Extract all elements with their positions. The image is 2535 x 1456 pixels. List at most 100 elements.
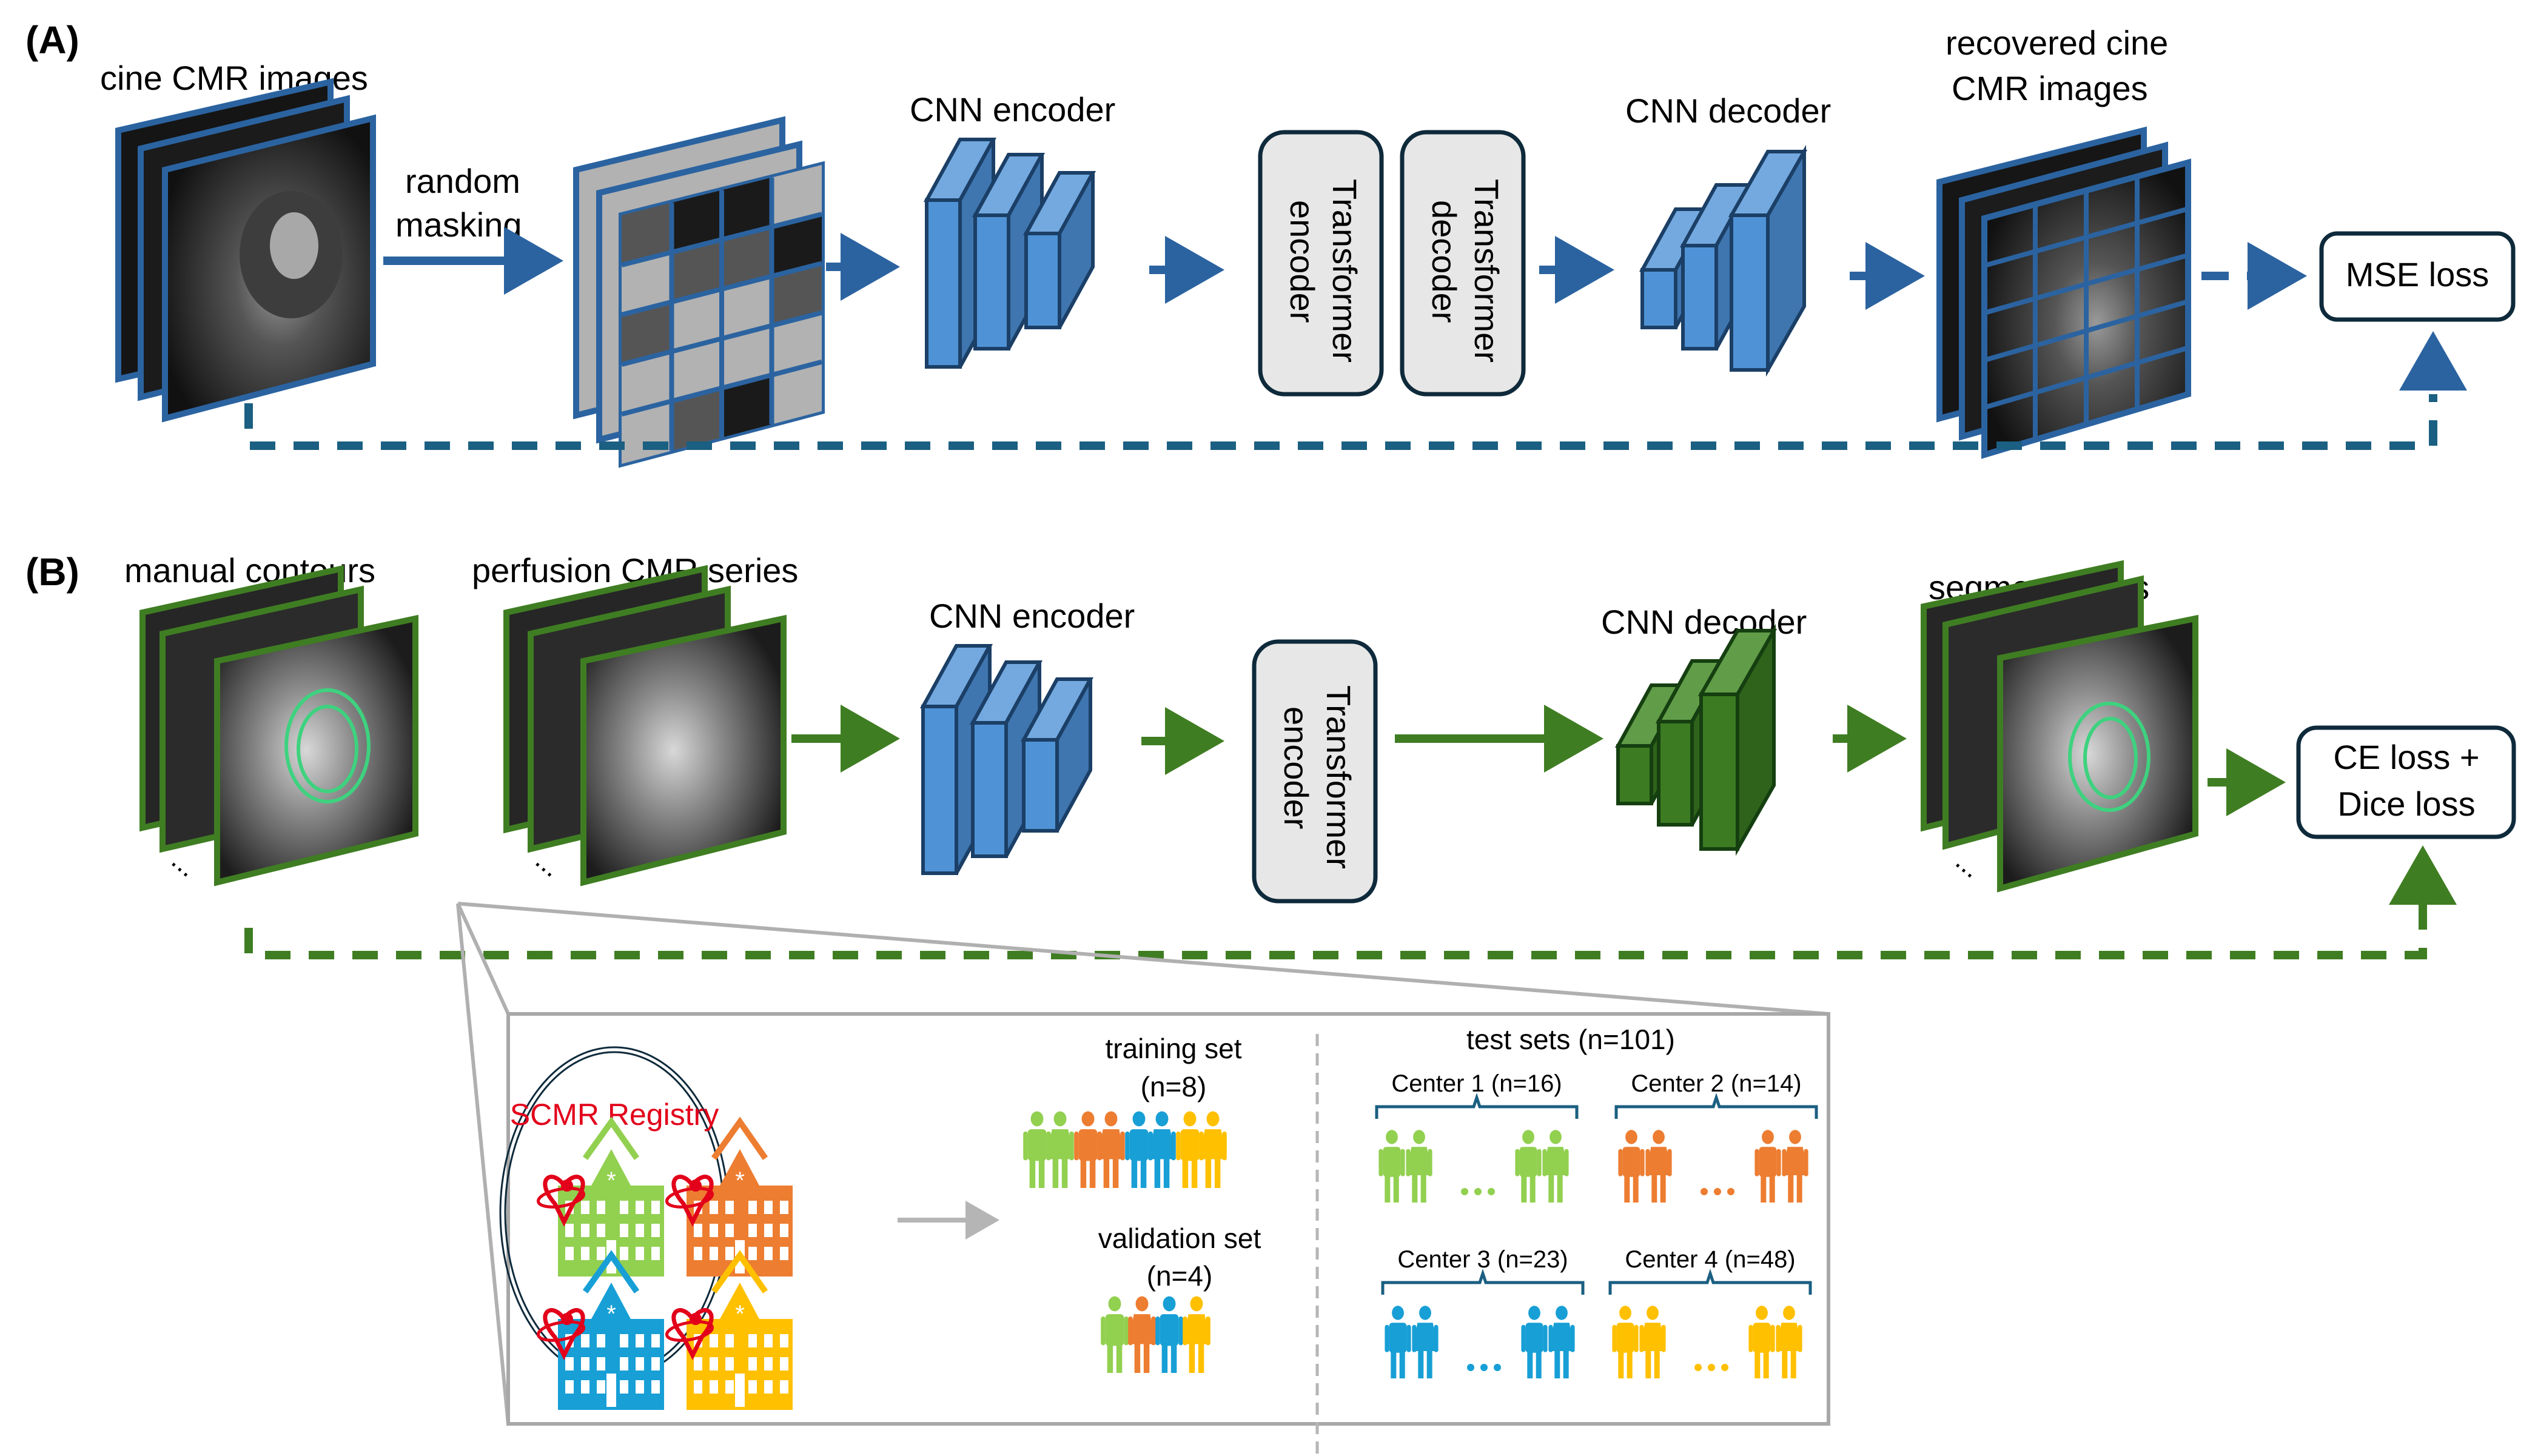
block-front — [971, 721, 1008, 858]
ellipsis-dot — [1714, 1188, 1721, 1195]
female-person-icon — [1148, 1111, 1176, 1188]
female-person-icon — [1645, 1130, 1672, 1203]
block-front — [1699, 693, 1739, 851]
segmentation-image-front — [1997, 614, 2198, 893]
skip-connection-a — [244, 394, 2437, 450]
transformer-encoder-b-line1: Transformer — [1320, 685, 1358, 869]
grid-cell — [771, 165, 822, 227]
male-person-icon — [1748, 1306, 1775, 1378]
male-person-icon — [1155, 1296, 1183, 1373]
female-person-icon — [1406, 1130, 1432, 1203]
encoder-layer-3 — [1022, 171, 1096, 329]
female-person-icon — [1128, 1296, 1156, 1373]
female-person-icon — [1782, 1130, 1808, 1203]
center-group-4: Center 4 (n=48) — [1608, 1246, 1812, 1378]
zoom-line-left-2 — [456, 902, 510, 1015]
hospital-icon: * — [536, 1116, 664, 1277]
male-person-icon — [1515, 1130, 1542, 1203]
female-person-icon — [1046, 1111, 1074, 1188]
female-person-icon — [1542, 1130, 1569, 1203]
mse-loss-box: MSE loss — [2319, 231, 2516, 322]
test-sets-title: test sets (n=101) — [1466, 1024, 1675, 1055]
ce-dice-loss-box: CE loss + Dice loss — [2296, 725, 2516, 839]
mask-grid — [620, 165, 823, 464]
female-person-icon — [1548, 1306, 1575, 1378]
center-label: Center 3 (n=23) — [1397, 1246, 1568, 1273]
transformer-decoder-a-line2: decoder — [1425, 200, 1463, 323]
cnn-decoder-caption-a: CNN decoder — [1625, 92, 1831, 130]
cnn-encoder-a — [923, 138, 1096, 369]
ellipsis-dot — [1721, 1364, 1728, 1371]
encoder-layer-3 — [1020, 677, 1094, 833]
grid-cell — [771, 263, 822, 326]
contour-image-front — [214, 614, 418, 887]
grid-cell — [671, 387, 722, 451]
ellipsis-dot — [1461, 1188, 1468, 1195]
center-label: Center 1 (n=16) — [1391, 1070, 1562, 1097]
grid-cell — [622, 351, 672, 414]
grid-cell — [722, 375, 772, 438]
masked-image-stack — [573, 116, 825, 468]
female-person-icon — [1183, 1296, 1210, 1373]
scmr-registry: SCMR Registry **** — [499, 1046, 793, 1410]
encoder-layer-2 — [972, 153, 1046, 351]
recovered-grid — [1983, 176, 2189, 440]
manual-contours-stack: ... — [139, 565, 418, 887]
transformer-encoder-a-line2: encoder — [1283, 200, 1321, 323]
male-person-icon — [1385, 1306, 1411, 1378]
transformer-encoder-a-line1: Transformer — [1326, 179, 1364, 363]
grid-cell — [671, 190, 722, 253]
block-front — [1640, 268, 1677, 329]
zoom-line-right — [457, 902, 1829, 1016]
seg-endocardial-contour — [2083, 717, 2138, 799]
hospital-cross: * — [735, 1301, 745, 1327]
male-person-icon — [1618, 1130, 1645, 1203]
grid-cell — [722, 177, 772, 240]
perfusion-series-stack: ... — [503, 565, 787, 887]
grid-cell — [771, 312, 822, 375]
panel-a: (A) cine CMR images random masking CNN e… — [25, 18, 2516, 468]
grid-cell — [671, 338, 722, 401]
grid-cell — [722, 227, 772, 289]
dice-loss-label: Dice loss — [2337, 785, 2475, 823]
female-person-icon — [1412, 1306, 1439, 1378]
female-person-icon — [1199, 1111, 1227, 1188]
training-set-label: training set — [1105, 1033, 1241, 1064]
ce-loss-label: CE loss + — [2333, 738, 2479, 776]
transformer-decoder-a: Transformer decoder — [1400, 130, 1526, 397]
ellipsis-dot — [1701, 1188, 1708, 1195]
validation-set-people — [1101, 1296, 1210, 1373]
block-front — [925, 198, 962, 369]
center-group-3: Center 3 (n=23) — [1381, 1246, 1585, 1378]
transformer-encoder-a: Transformer encoder — [1258, 130, 1384, 397]
dataset-inset: SCMR Registry **** training set (n=8) va… — [456, 902, 1830, 1456]
block-front — [1681, 244, 1718, 351]
endocardial-contour — [297, 705, 358, 793]
hospital-cross: * — [606, 1301, 616, 1327]
cnn-decoder-a — [1639, 144, 1808, 377]
random-masking-caption-2: masking — [395, 206, 522, 244]
center-bracket — [1381, 1269, 1585, 1295]
male-person-icon — [1754, 1130, 1781, 1203]
recovered-caption-2: CMR images — [1952, 69, 2148, 107]
cnn-encoder-caption-b: CNN encoder — [929, 597, 1135, 635]
ellipsis-dot — [1480, 1364, 1488, 1371]
grid-cell — [622, 252, 672, 315]
grid-cell — [722, 276, 772, 339]
center-bracket — [1608, 1269, 1812, 1295]
seg-epicardial-contour — [2068, 702, 2151, 812]
grid-cell — [671, 240, 722, 302]
panel-b-label: (B) — [25, 550, 79, 594]
grid-cell — [622, 301, 672, 364]
block-front — [921, 705, 958, 875]
ellipsis-dot — [1474, 1188, 1482, 1195]
segmentations-ellipsis: ... — [1950, 845, 1988, 884]
panel-a-label: (A) — [25, 18, 79, 62]
validation-set-count: (n=4) — [1147, 1260, 1213, 1292]
decoder-layer-3 — [1728, 144, 1808, 377]
ellipsis-dot — [1727, 1188, 1734, 1195]
hospital-icons: **** — [536, 1116, 793, 1410]
ellipsis-dot — [1494, 1364, 1501, 1371]
female-person-icon — [1097, 1111, 1125, 1188]
epicardial-contour — [284, 688, 371, 803]
